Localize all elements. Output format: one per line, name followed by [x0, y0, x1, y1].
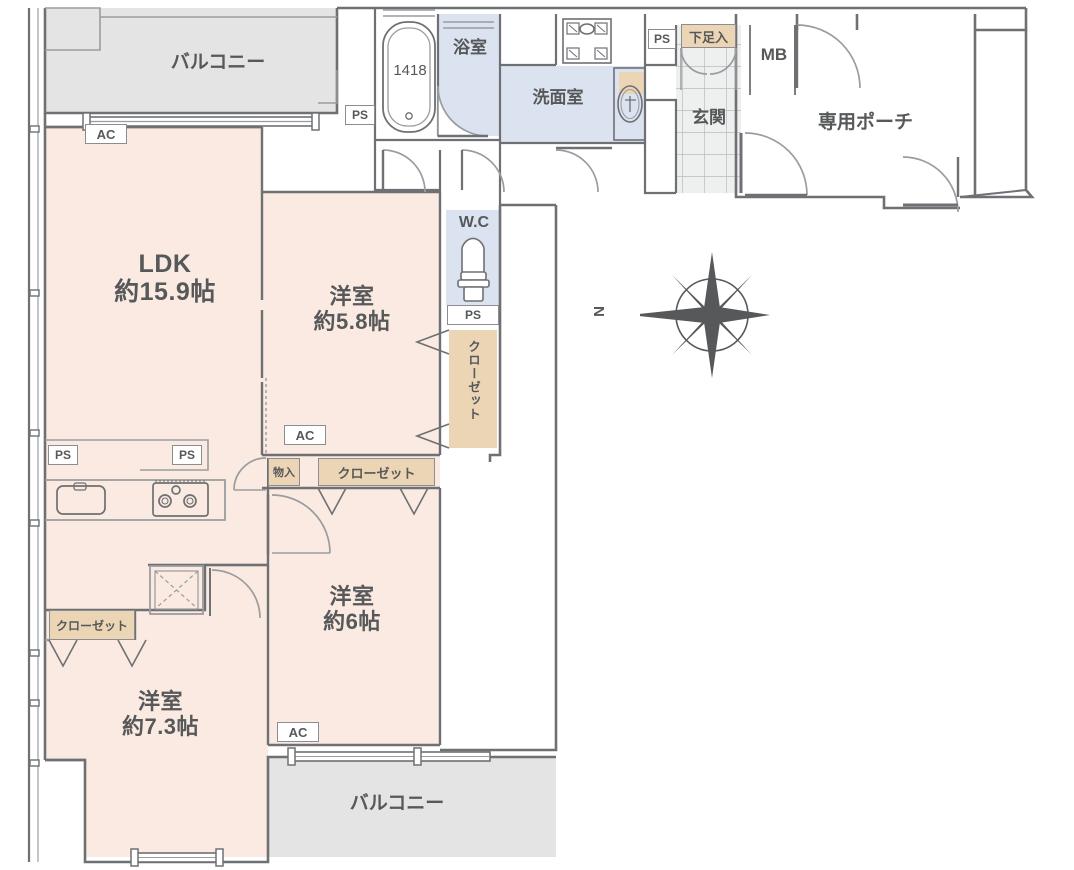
ac-bedroom2-label: AC: [277, 722, 319, 742]
kitchen-icons: [56, 480, 209, 517]
windows: [29, 112, 491, 867]
closet-bedroom3-label: クローゼット: [49, 610, 135, 640]
ldk-label: LDK 約15.9帖: [80, 250, 250, 306]
bedroom1-name: 洋室: [329, 284, 375, 309]
bedroom1-size: 約5.8帖: [313, 308, 391, 334]
senmen-fill2: [556, 14, 645, 66]
washer-fill: [619, 72, 645, 94]
closet-wc-side-fill: [449, 330, 497, 448]
balcony-top-label: バルコニー: [170, 52, 266, 73]
porch-label: 専用ポーチ: [817, 112, 913, 133]
ps-bath-label: PS: [345, 105, 375, 125]
ps-entry-label: PS: [648, 29, 676, 49]
ac-bedroom1-label: AC: [284, 425, 326, 445]
bedroom1-label: 洋室 約5.8帖: [272, 284, 432, 334]
bath-window: [383, 9, 494, 29]
area-fills: [45, 8, 741, 857]
balcony-bottom-label: バルコニー: [349, 793, 445, 814]
ldk-size: 約15.9帖: [114, 278, 216, 306]
ps-kitchen-left-label: PS: [48, 445, 78, 465]
ps-wc-label: PS: [447, 305, 499, 325]
closet-wc-side-label: クローゼット: [466, 340, 480, 421]
compass-rose-icon: [640, 252, 770, 378]
senmenshitsu-label: 洗面室: [532, 88, 584, 107]
washing-machine-icon: [562, 18, 612, 64]
ac-ldk-label: AC: [85, 124, 127, 144]
balcony-top-fill: [45, 8, 337, 113]
balcony-bottom-fill: [268, 757, 556, 857]
genkan-fill: [676, 25, 741, 193]
vanity-sink-icon: [613, 67, 646, 141]
bath-walls: [373, 8, 678, 205]
bedroom2-size: 約6帖: [323, 608, 381, 634]
yokushitsu-label: 浴室: [453, 38, 487, 57]
closet-mid-label: クローゼット: [318, 458, 435, 486]
toilet-icon: [457, 237, 490, 302]
ps-kitchen-right-label: PS: [172, 445, 202, 465]
bedroom3-name: 洋室: [137, 689, 183, 714]
mb-label: MB: [760, 45, 788, 64]
door-swings: [205, 24, 1027, 619]
ldk-name: LDK: [138, 250, 192, 278]
getabako-label: 下足入: [681, 24, 736, 48]
genkan-label: 玄関: [692, 108, 726, 127]
bath-size-label: 1418: [393, 62, 427, 79]
bedroom2-name: 洋室: [329, 584, 375, 609]
bedroom3-size: 約7.3帖: [121, 713, 200, 739]
bathtub-icon: [382, 21, 436, 133]
senmen-fill: [500, 65, 645, 143]
compass-north-label: N: [590, 306, 608, 317]
closet-arrow-marks: [414, 329, 450, 449]
wc-label: W.C: [458, 214, 490, 231]
storage-square-icon: [149, 565, 204, 615]
bedroom2-label: 洋室 約6帖: [272, 584, 432, 634]
bedroom3-label: 洋室 約7.3帖: [78, 689, 243, 739]
closet-fold-marks: [48, 487, 429, 668]
monoire-label: 物入: [268, 458, 300, 486]
